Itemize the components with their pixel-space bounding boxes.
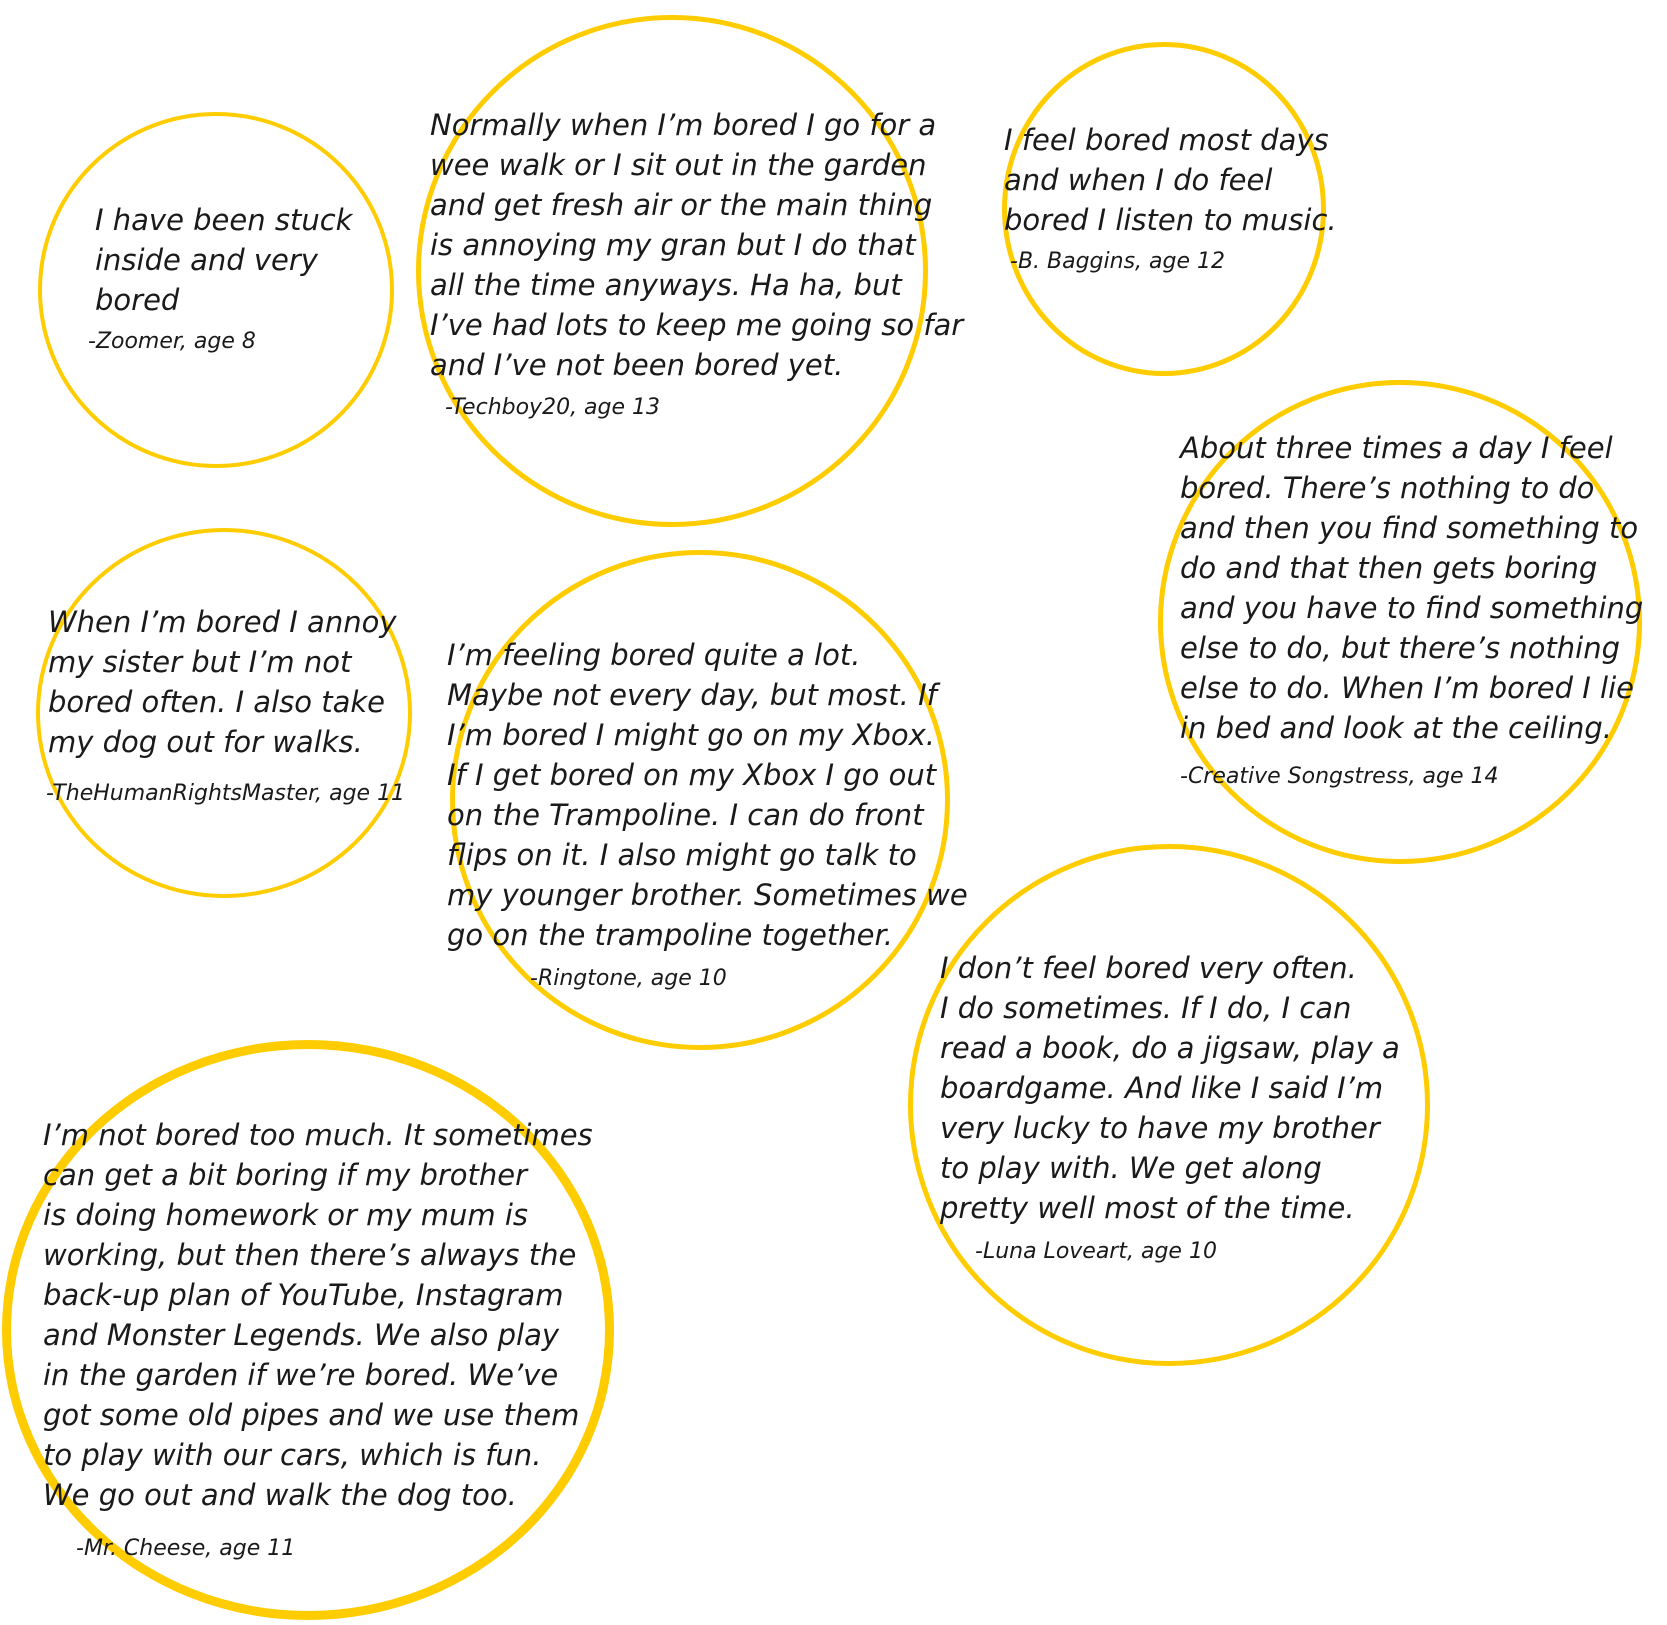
quote-ring-mr-cheese — [2, 1040, 614, 1620]
quote-ring-thehumanrightsmaster — [36, 528, 412, 898]
quote-text-mr-cheese: I’m not bored too much. It sometimes can… — [43, 1118, 593, 1512]
quote-signature-techboy20: -Techboy20, age 13 — [445, 395, 661, 420]
quote-text-creative-songstress: About three times a day I feel bored. Th… — [1180, 431, 1644, 745]
quote-text-techboy20: Normally when I’m bored I go for a wee w… — [430, 108, 964, 382]
quote-signature-zoomer: -Zoomer, age 8 — [88, 329, 256, 354]
quote-text-zoomer: I have been stuck inside and very bored — [95, 203, 353, 317]
quote-ring-techboy20 — [416, 15, 928, 527]
quote-signature-luna-loveart: -Luna Loveart, age 10 — [975, 1239, 1217, 1264]
quote-ring-zoomer — [38, 112, 394, 468]
quote-signature-b-baggins: -B. Baggins, age 12 — [1010, 249, 1225, 274]
quote-ring-luna-loveart — [908, 844, 1430, 1366]
quote-text-luna-loveart: I don’t feel bored very often. I do some… — [940, 951, 1400, 1225]
quote-text-b-baggins: I feel bored most days and when I do fee… — [1004, 123, 1337, 237]
quote-ring-ringtone — [450, 550, 950, 1050]
quote-signature-ringtone: -Ringtone, age 10 — [530, 966, 727, 991]
quote-signature-creative-songstress: -Creative Songstress, age 14 — [1180, 764, 1499, 789]
quote-signature-mr-cheese: -Mr. Cheese, age 11 — [76, 1536, 296, 1561]
quote-ring-b-baggins — [1002, 42, 1326, 376]
quote-text-thehumanrightsmaster: When I’m bored I annoy my sister but I’m… — [48, 605, 397, 759]
quote-text-ringtone: I’m feeling bored quite a lot. Maybe not… — [447, 638, 968, 952]
quote-signature-thehumanrightsmaster: -TheHumanRightsMaster, age 11 — [46, 781, 406, 806]
quote-ring-creative-songstress — [1158, 380, 1642, 864]
